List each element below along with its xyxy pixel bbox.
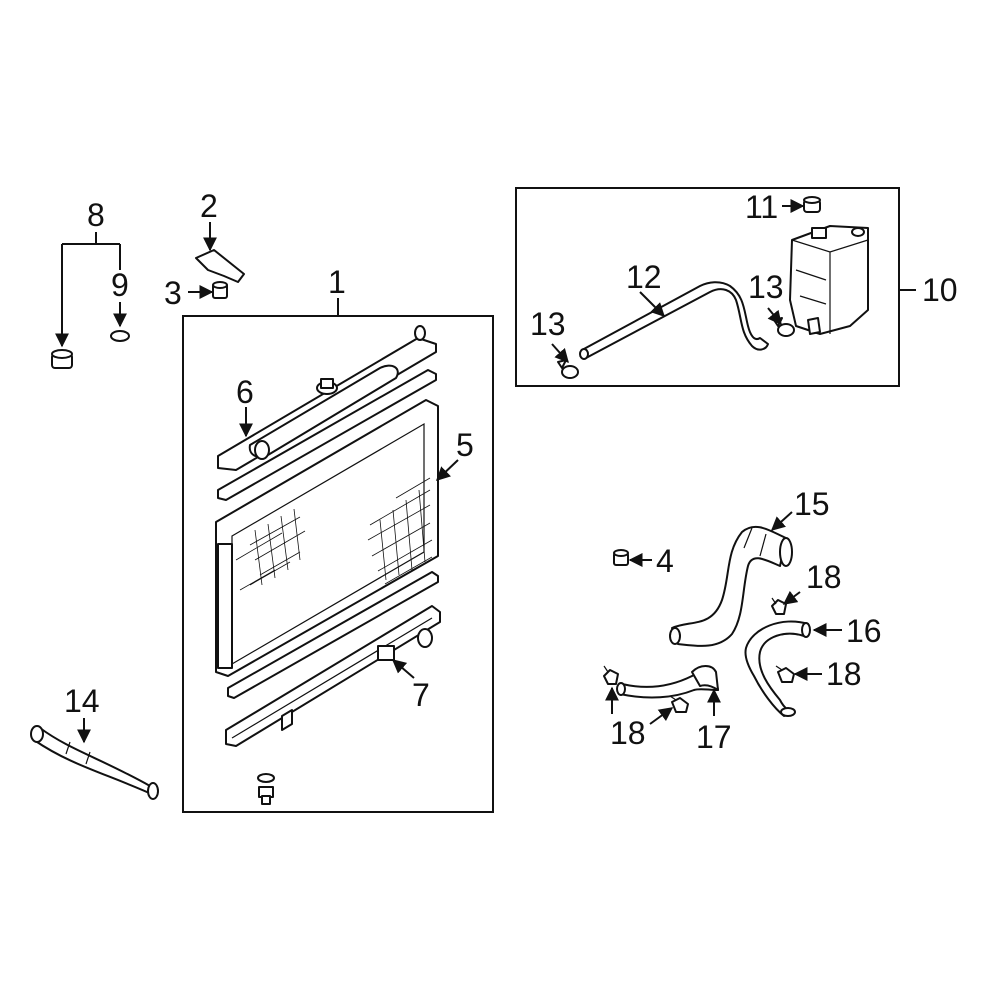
callout-1: 1 xyxy=(328,264,346,300)
callout-13b: 13 xyxy=(748,269,784,305)
plug xyxy=(613,549,629,566)
callout-14: 14 xyxy=(64,683,100,719)
reservoir-group-box xyxy=(515,187,900,387)
bypass-hose xyxy=(744,620,811,717)
callout-6: 6 xyxy=(236,374,254,410)
hose-clamp-18-d xyxy=(669,695,689,713)
upper-bracket xyxy=(195,249,245,283)
hose-clamp-18-c xyxy=(603,665,619,685)
callout-13b-leader xyxy=(767,307,782,326)
callout-2: 2 xyxy=(200,188,218,224)
lower-radiator-hose xyxy=(669,526,793,647)
callout-17: 17 xyxy=(696,719,732,755)
upper-seal xyxy=(217,369,437,501)
bracket-insulator xyxy=(212,281,228,299)
lower-seal xyxy=(227,571,439,699)
callout-18c: 18 xyxy=(610,715,646,751)
callout-3: 3 xyxy=(164,275,182,311)
callout-18d-leader xyxy=(649,707,674,725)
hose-clamp-left xyxy=(557,359,579,379)
callout-5: 5 xyxy=(456,427,474,463)
callout-18b: 18 xyxy=(826,656,862,692)
radiator-cap xyxy=(51,349,73,369)
cap-gasket xyxy=(110,330,130,342)
callout-12: 12 xyxy=(626,259,662,295)
callout-8: 8 xyxy=(87,197,105,233)
hose-clamp-18-b xyxy=(775,665,795,683)
hose-clamp-18-a xyxy=(771,597,787,615)
callout-9: 9 xyxy=(111,267,129,303)
overflow-hose xyxy=(579,281,769,360)
callout-12-leader xyxy=(639,291,665,317)
heater-hose xyxy=(616,665,719,699)
callout-5-leader xyxy=(435,459,459,481)
reservoir-cap xyxy=(803,196,821,213)
callout-16: 16 xyxy=(846,613,882,649)
radiator-lower-tank xyxy=(225,605,441,747)
callout-13a-leader xyxy=(551,343,569,364)
callout-18a: 18 xyxy=(806,559,842,595)
callout-7-leader xyxy=(391,659,415,679)
hose-clamp-right xyxy=(773,317,795,337)
callout-10: 10 xyxy=(922,272,958,308)
callout-15: 15 xyxy=(794,486,830,522)
radiator-core xyxy=(215,399,439,677)
drain-plug xyxy=(257,773,275,805)
radiator-upper-tank xyxy=(217,325,437,471)
callout-11: 11 xyxy=(745,189,778,225)
callout-15-leader xyxy=(770,511,793,531)
callout-7: 7 xyxy=(412,677,430,713)
callout-18a-leader xyxy=(782,590,801,605)
upper-radiator-hose xyxy=(30,725,159,800)
callout-13a: 13 xyxy=(530,306,566,342)
callout-4: 4 xyxy=(656,543,674,579)
coolant-reservoir xyxy=(789,225,869,335)
